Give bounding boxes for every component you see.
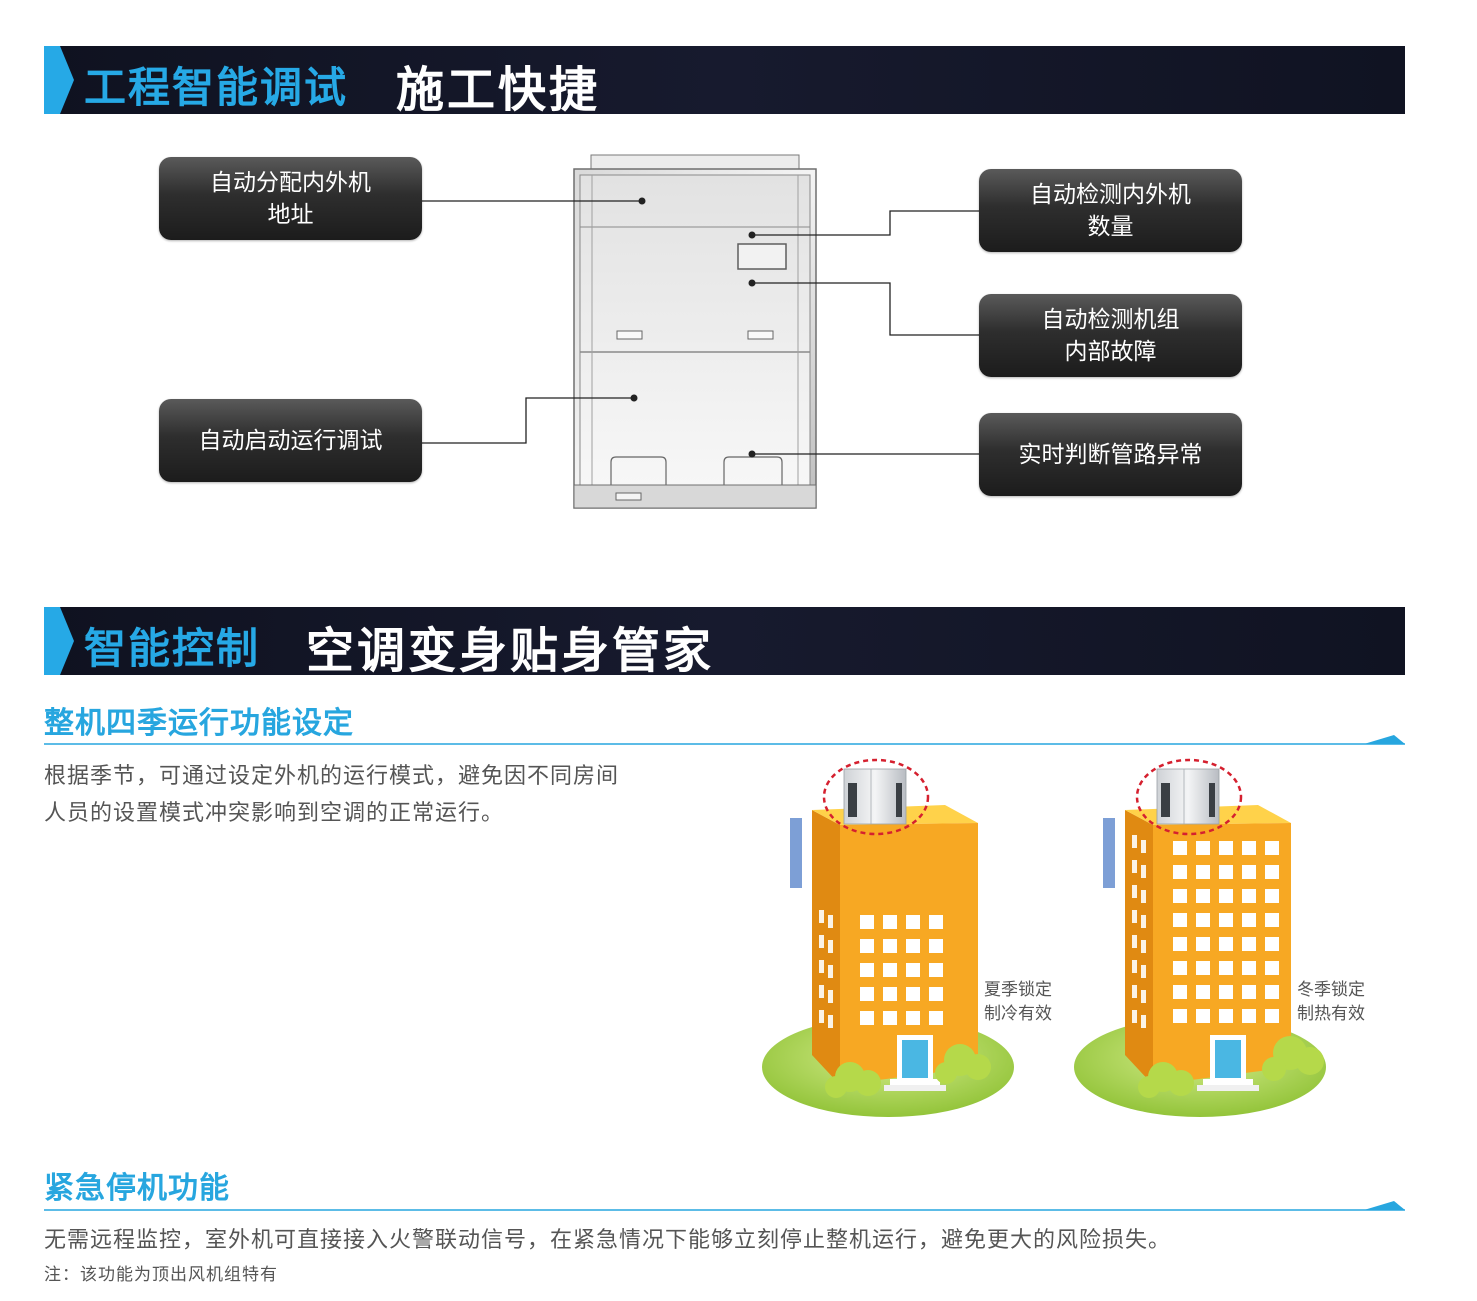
unit-display	[737, 243, 787, 270]
section2-banner: 智能控制 空调变身贴身管家	[44, 607, 1405, 675]
leader-startup	[421, 397, 634, 444]
winter-lock-line1: 冬季锁定	[1297, 980, 1365, 1000]
section2-title-blue: 智能控制	[84, 624, 261, 673]
section1-banner: 工程智能调试 施工快捷	[44, 46, 1405, 114]
season-description: 根据季节，可通过设定外机的运行模式，避免因不同房间 人员的设置模式冲突影响到空调…	[44, 758, 724, 832]
callout-line: 地址	[267, 201, 314, 228]
callout-detect-fault: 自动检测机组 内部故障	[979, 294, 1242, 377]
winter-lock-line2: 制热有效	[1297, 1004, 1365, 1024]
callout-pipe-abnormal: 实时判断管路异常	[979, 413, 1242, 496]
summer-lock-line1: 夏季锁定	[984, 980, 1052, 1000]
callout-line: 内部故障	[1064, 338, 1157, 365]
leader-fault	[752, 282, 979, 336]
chevron-accent-icon	[44, 607, 74, 675]
season-text-line2: 人员的设置模式冲突影响到空调的正常运行。	[44, 801, 505, 826]
callout-line: 实时判断管路异常	[1018, 441, 1203, 468]
section1-title-blue: 工程智能调试	[84, 63, 349, 112]
summer-lock-label: 夏季锁定 制冷有效	[984, 978, 1052, 1026]
callout-auto-startup: 自动启动运行调试	[159, 399, 422, 482]
emergency-heading: 紧急停机功能	[44, 1171, 230, 1206]
callout-detect-count: 自动检测内外机 数量	[979, 169, 1242, 252]
buildings-illustration	[762, 758, 1326, 1117]
callout-line: 数量	[1087, 213, 1134, 240]
season-divider	[44, 735, 1405, 745]
chevron-accent-icon	[44, 46, 74, 114]
season-heading: 整机四季运行功能设定	[44, 706, 354, 741]
emergency-divider	[44, 1201, 1405, 1211]
callout-line: 自动检测内外机	[1030, 181, 1191, 208]
summer-lock-line2: 制冷有效	[984, 1004, 1052, 1024]
emergency-description: 无需远程监控，室外机可直接接入火警联动信号，在紧急情况下能够立刻停止整机运行，避…	[44, 1228, 1172, 1253]
leader-count	[752, 210, 979, 236]
section2-title-white: 空调变身贴身管家	[306, 623, 715, 675]
winter-lock-label: 冬季锁定 制热有效	[1297, 978, 1365, 1026]
callout-line: 自动启动运行调试	[198, 427, 383, 454]
emergency-note: 注：该功能为顶出风机组特有	[44, 1265, 278, 1285]
building-winter	[1074, 758, 1326, 1117]
building-summer	[762, 758, 1014, 1117]
callout-line: 自动检测机组	[1041, 306, 1180, 333]
outdoor-unit-diagram	[421, 154, 979, 509]
callout-auto-address: 自动分配内外机 地址	[159, 157, 422, 240]
season-text-line1: 根据季节，可通过设定外机的运行模式，避免因不同房间	[44, 764, 620, 789]
callout-line: 自动分配内外机	[210, 169, 371, 196]
section1-title-white: 施工快捷	[396, 62, 601, 114]
